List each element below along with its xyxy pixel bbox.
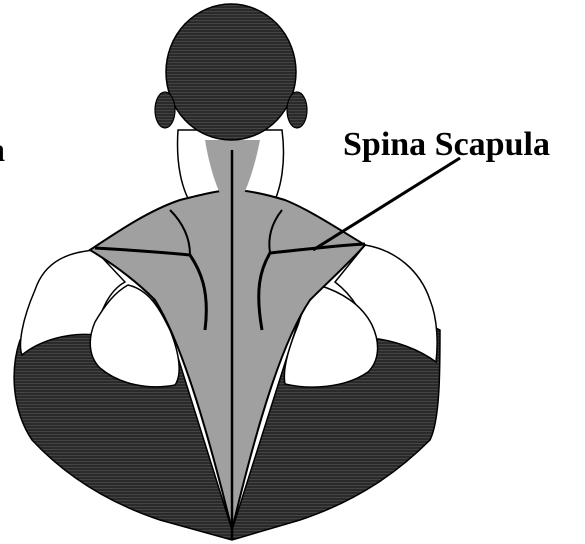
spina-scapula-leader <box>313 158 460 250</box>
spina-scapula-label: Spina Scapula <box>343 128 550 162</box>
right-ear <box>287 92 307 128</box>
left-ear <box>155 92 175 128</box>
left-label-fragment: a <box>0 134 5 168</box>
head <box>166 4 296 140</box>
